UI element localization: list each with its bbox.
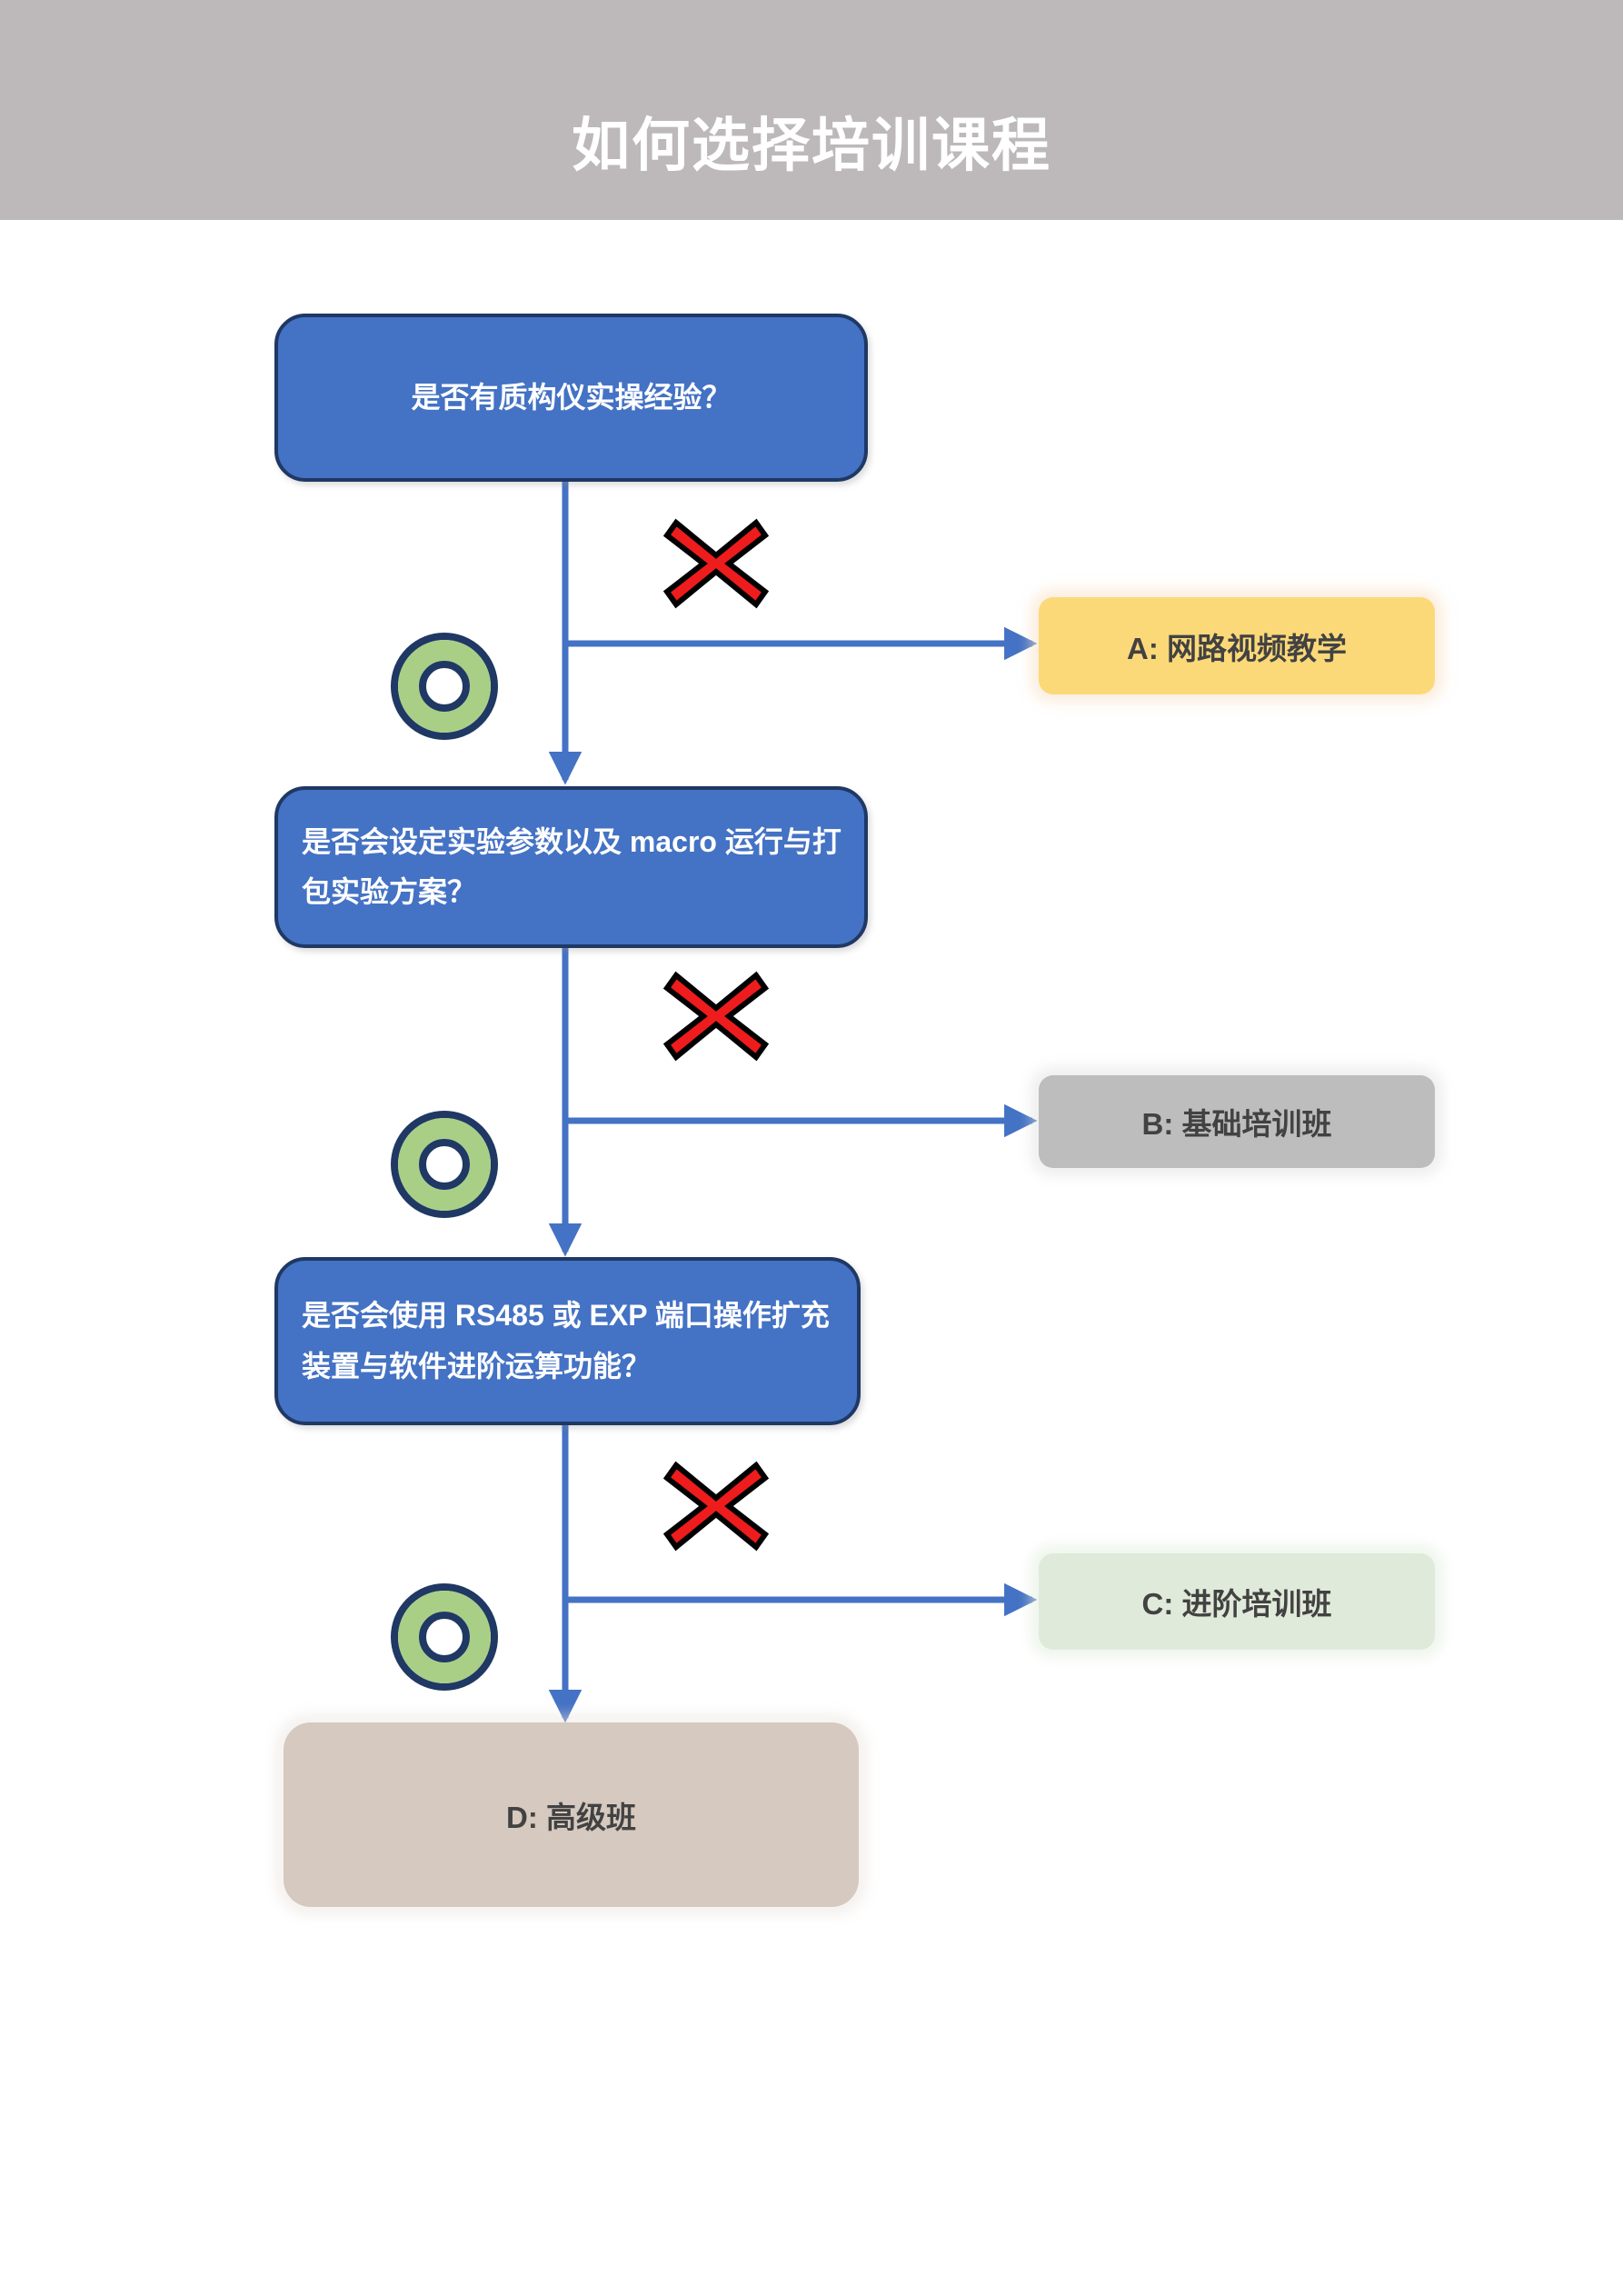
decision-node-parameters[interactable]: 是否会设定实验参数以及 macro 运行与打包实验方案？ [274,786,868,948]
red-cross-icon [662,518,770,609]
red-cross-icon [662,1461,770,1552]
green-ring-icon [391,633,498,740]
outcome-node-a[interactable]: A: 网路视频教学 [1039,597,1435,694]
ring-outline [391,1583,498,1691]
outcome-node-b-label: B: 基础培训班 [1141,1107,1332,1141]
red-cross-icon [662,971,770,1062]
outcome-node-c[interactable]: C: 进阶培训班 [1039,1553,1435,1650]
green-ring-icon [391,1111,498,1218]
header-bar [0,0,1623,220]
green-ring-icon [391,1583,498,1691]
ring-outline [391,633,498,740]
decision-node-experience[interactable]: 是否有质构仪实操经验？ [274,314,868,482]
ring-inner-outline [419,1139,470,1190]
decision-node-ports[interactable]: 是否会使用 RS485 或 EXP 端口操作扩充装置与软件进阶运算功能？ [274,1257,861,1425]
outcome-node-d[interactable]: D: 高级班 [284,1722,859,1907]
outcome-node-b[interactable]: B: 基础培训班 [1039,1075,1435,1168]
ring-outline [391,1111,498,1218]
ring-inner-outline [419,1612,470,1662]
outcome-node-c-label: C: 进阶培训班 [1141,1587,1332,1621]
decision-node-parameters-label: 是否会设定实验参数以及 macro 运行与打包实验方案？ [302,824,841,908]
ring-inner-outline [419,661,470,712]
page-title: 如何选择培训课程 [572,113,1051,178]
outcome-node-d-label: D: 高级班 [506,1800,636,1834]
decision-node-ports-label: 是否会使用 RS485 或 EXP 端口操作扩充装置与软件进阶运算功能？ [302,1299,830,1383]
decision-node-experience-label: 是否有质构仪实操经验？ [411,380,732,414]
outcome-node-a-label: A: 网路视频教学 [1127,631,1347,665]
